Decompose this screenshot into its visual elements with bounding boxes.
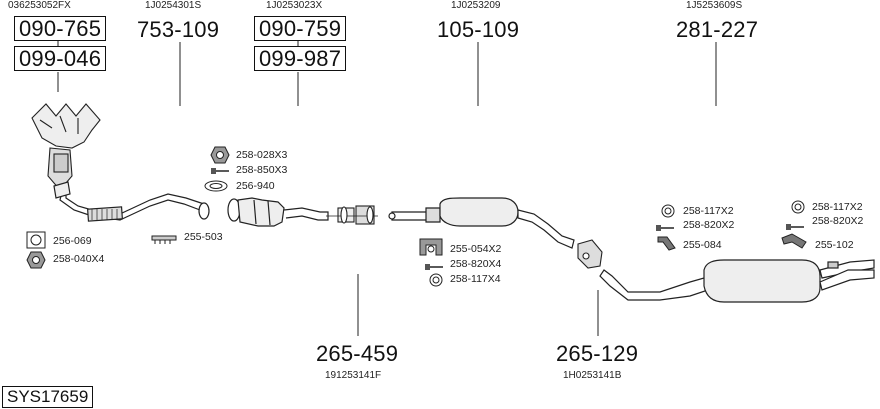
rubber-hanger-icon [781,233,807,249]
part-number-box[interactable]: 090-759 [254,16,347,41]
rear-silencer [599,259,875,303]
oem-code: 1J5253609S [686,0,743,11]
part-number-box[interactable]: 090-765 [14,16,107,41]
fitting-label[interactable]: 258-028X3 [236,149,288,161]
bolt-icon [786,224,804,230]
middle-silencer [388,197,575,249]
intermediate-pipe [577,239,603,269]
oem-code: 1H0253141B [563,370,622,381]
oem-code: 1J0254301S [145,0,202,11]
hex-nut-icon [210,146,230,164]
ring-gasket-icon [429,273,443,287]
part-number[interactable]: 265-459 [316,341,399,366]
oem-code: 1J0253209 [451,0,501,11]
fitting-label[interactable]: 256-069 [53,235,92,247]
part-number[interactable]: 281-227 [676,17,759,42]
pipe-joint [326,205,378,225]
ring-gasket-icon [204,180,228,192]
ring-gasket-icon [661,204,675,218]
hex-nut-icon [26,251,46,269]
front-pipe [53,181,210,222]
fitting-label[interactable]: 255-054X2 [450,243,502,255]
fitting-label[interactable]: 255-102 [815,239,854,251]
bolt-icon [211,168,229,174]
part-number[interactable]: 265-129 [556,341,639,366]
part-number-box[interactable]: 099-046 [14,46,107,71]
bolt-icon [656,225,674,231]
catalytic-converter [227,197,329,227]
fitting-label[interactable]: 258-117X2 [683,205,734,217]
oem-code: 1J0253023X [266,0,323,11]
fitting-label[interactable]: 255-503 [184,231,223,243]
system-id-box: SYS17659 [2,386,94,408]
ring-gasket-icon [791,200,805,214]
fitting-label[interactable]: 258-820X4 [450,258,502,270]
fitting-label[interactable]: 258-117X2 [812,201,863,213]
bolt-icon [425,264,443,270]
exhaust-manifold [31,103,101,191]
fitting-label[interactable]: 258-820X2 [812,215,864,227]
part-number[interactable]: 753-109 [137,17,220,42]
fitting-label[interactable]: 256-940 [236,180,275,192]
fitting-label[interactable]: 258-820X2 [683,219,735,231]
fitting-label[interactable]: 258-850X3 [236,164,288,176]
part-number[interactable]: 105-109 [437,17,520,42]
oem-code: 036253052FX [8,0,71,11]
fitting-label[interactable]: 258-040X4 [53,253,105,265]
fitting-label[interactable]: 258-117X4 [450,273,501,285]
square-gasket-icon [26,231,46,249]
oem-code: 191253141F [325,370,382,381]
clamp-icon [151,235,177,244]
rubber-hanger-icon [657,236,676,251]
part-number-box[interactable]: 099-987 [254,46,347,71]
fitting-label[interactable]: 255-084 [683,239,722,251]
bracket-icon [419,238,443,256]
